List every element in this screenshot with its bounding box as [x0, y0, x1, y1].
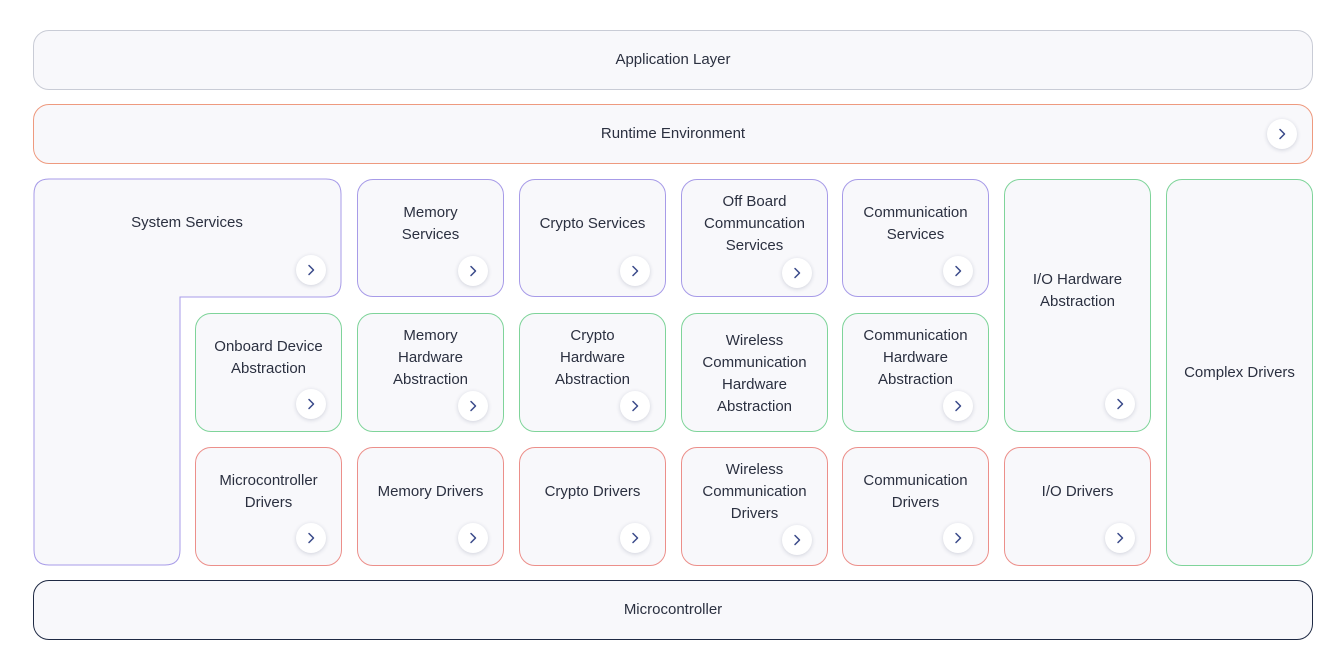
io-hardware-abstraction: I/O Hardware Abstraction [1004, 179, 1151, 432]
chevron-right-icon [632, 265, 639, 277]
memory-drivers-expand-button[interactable] [458, 523, 488, 553]
io-hardware-abstraction-label: I/O Hardware Abstraction [1032, 271, 1123, 310]
memory-drivers: Memory Drivers [357, 447, 504, 566]
io-drivers: I/O Drivers [1004, 447, 1151, 566]
memory-hardware-abstraction-expand-button[interactable] [458, 391, 488, 421]
crypto-hardware-abstraction-label: Crypto Hardware Abstraction [554, 327, 631, 388]
communication-services: Communication Services [842, 179, 989, 297]
chevron-right-icon [308, 264, 315, 276]
complex-drivers-label: Complex Drivers [1184, 363, 1295, 381]
wireless-communication-drivers: Wireless Communication Drivers [681, 447, 828, 566]
communication-drivers: Communication Drivers [842, 447, 989, 566]
chevron-right-icon [1117, 532, 1124, 544]
complex-drivers: Complex Drivers [1166, 179, 1313, 566]
system-services-label: System Services [131, 214, 243, 231]
offboard-communication-services-label: Off Board Communcation Services [704, 193, 805, 254]
chevron-right-icon [1279, 128, 1286, 140]
onboard-device-abstraction-expand-button[interactable] [296, 389, 326, 419]
runtime-environment-label: Runtime Environment [600, 125, 746, 142]
chevron-right-icon [308, 398, 315, 410]
chevron-right-icon [470, 532, 477, 544]
onboard-device-abstraction-label: Onboard Device Abstraction [214, 338, 323, 377]
crypto-hardware-abstraction-expand-button[interactable] [620, 391, 650, 421]
system-services: System Services [33, 179, 341, 297]
chevron-right-icon [955, 400, 962, 412]
microcontroller-drivers-label: Microcontroller Drivers [219, 472, 318, 511]
microcontroller-layer: Microcontroller [33, 580, 1313, 640]
communication-services-expand-button[interactable] [943, 256, 973, 286]
chevron-right-icon [1117, 398, 1124, 410]
runtime-environment: Runtime Environment [33, 104, 1313, 164]
offboard-communication-services-expand-button[interactable] [782, 258, 812, 288]
memory-services-expand-button[interactable] [458, 256, 488, 286]
communication-hardware-abstraction-label: Communication Hardware Abstraction [863, 327, 968, 388]
wireless-communication-hardware-abstraction-label: Wireless Communication Hardware Abstract… [702, 332, 807, 415]
wireless-communication-drivers-label: Wireless Communication Drivers [702, 461, 807, 522]
memory-hardware-abstraction-label: Memory Hardware Abstraction [392, 327, 469, 388]
chevron-right-icon [308, 532, 315, 544]
memory-drivers-label: Memory Drivers [377, 483, 484, 500]
communication-hardware-abstraction-expand-button[interactable] [943, 391, 973, 421]
chevron-right-icon [632, 532, 639, 544]
crypto-services-label: Crypto Services [539, 215, 646, 232]
wireless-communication-drivers-expand-button[interactable] [782, 525, 812, 555]
application-layer: Application Layer [33, 30, 1313, 90]
chevron-right-icon [794, 534, 801, 546]
io-drivers-expand-button[interactable] [1105, 523, 1135, 553]
crypto-drivers-label: Crypto Drivers [544, 483, 641, 500]
chevron-right-icon [955, 265, 962, 277]
communication-drivers-expand-button[interactable] [943, 523, 973, 553]
microcontroller-label: Microcontroller [623, 601, 723, 618]
memory-services: Memory Services [357, 179, 504, 297]
communication-services-label: Communication Services [863, 204, 968, 243]
crypto-drivers: Crypto Drivers [519, 447, 666, 566]
io-hardware-abstraction-expand-button[interactable] [1105, 389, 1135, 419]
chevron-right-icon [470, 265, 477, 277]
chevron-right-icon [470, 400, 477, 412]
microcontroller-drivers: Microcontroller Drivers [195, 447, 342, 566]
onboard-device-abstraction: Onboard Device Abstraction [195, 313, 342, 432]
application-layer-label: Application Layer [615, 51, 731, 68]
crypto-services-expand-button[interactable] [620, 256, 650, 286]
system-services-expand-button[interactable] [296, 255, 326, 285]
memory-hardware-abstraction: Memory Hardware Abstraction [357, 313, 504, 432]
io-drivers-label: I/O Drivers [1041, 483, 1114, 500]
microcontroller-drivers-expand-button[interactable] [296, 523, 326, 553]
crypto-drivers-expand-button[interactable] [620, 523, 650, 553]
wireless-communication-hardware-abstraction: Wireless Communication Hardware Abstract… [681, 313, 828, 432]
offboard-communication-services: Off Board Communcation Services [681, 179, 828, 297]
crypto-hardware-abstraction: Crypto Hardware Abstraction [519, 313, 666, 432]
communication-hardware-abstraction: Communication Hardware Abstraction [842, 313, 989, 432]
runtime-environment-expand-button[interactable] [1267, 119, 1297, 149]
crypto-services: Crypto Services [519, 179, 666, 297]
chevron-right-icon [955, 532, 962, 544]
memory-services-label: Memory Services [401, 204, 460, 243]
communication-drivers-label: Communication Drivers [863, 472, 968, 511]
chevron-right-icon [794, 267, 801, 279]
chevron-right-icon [632, 400, 639, 412]
